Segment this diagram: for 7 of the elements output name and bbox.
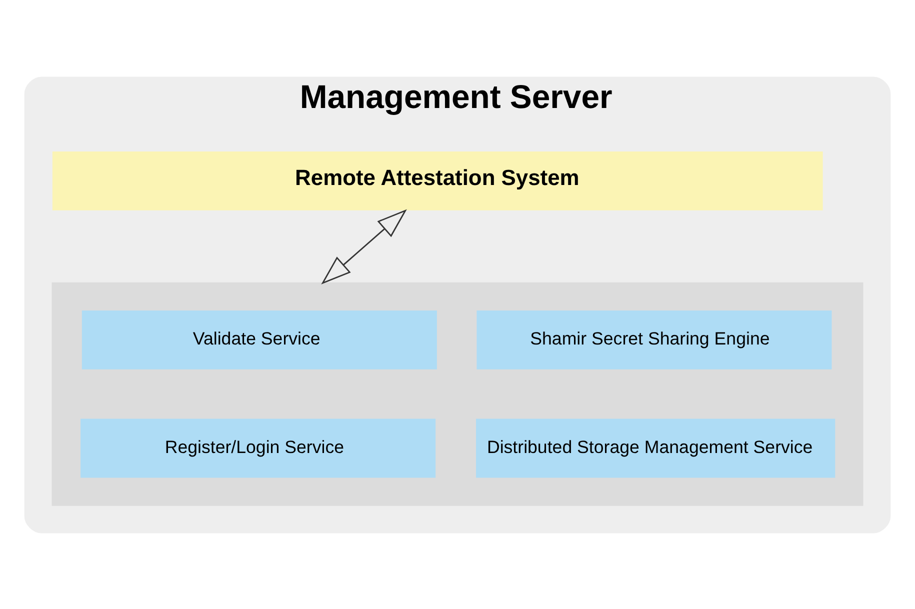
node-box: Shamir Secret Sharing Engine [476, 310, 832, 369]
node-box: Distributed Storage Management Service [476, 418, 836, 478]
cluster [52, 282, 864, 506]
node-box: Register/Login Service [80, 418, 436, 478]
arrow [321, 208, 407, 284]
node-box: Validate Service [82, 310, 437, 369]
node-box: Remote Attestation System [52, 150, 823, 210]
